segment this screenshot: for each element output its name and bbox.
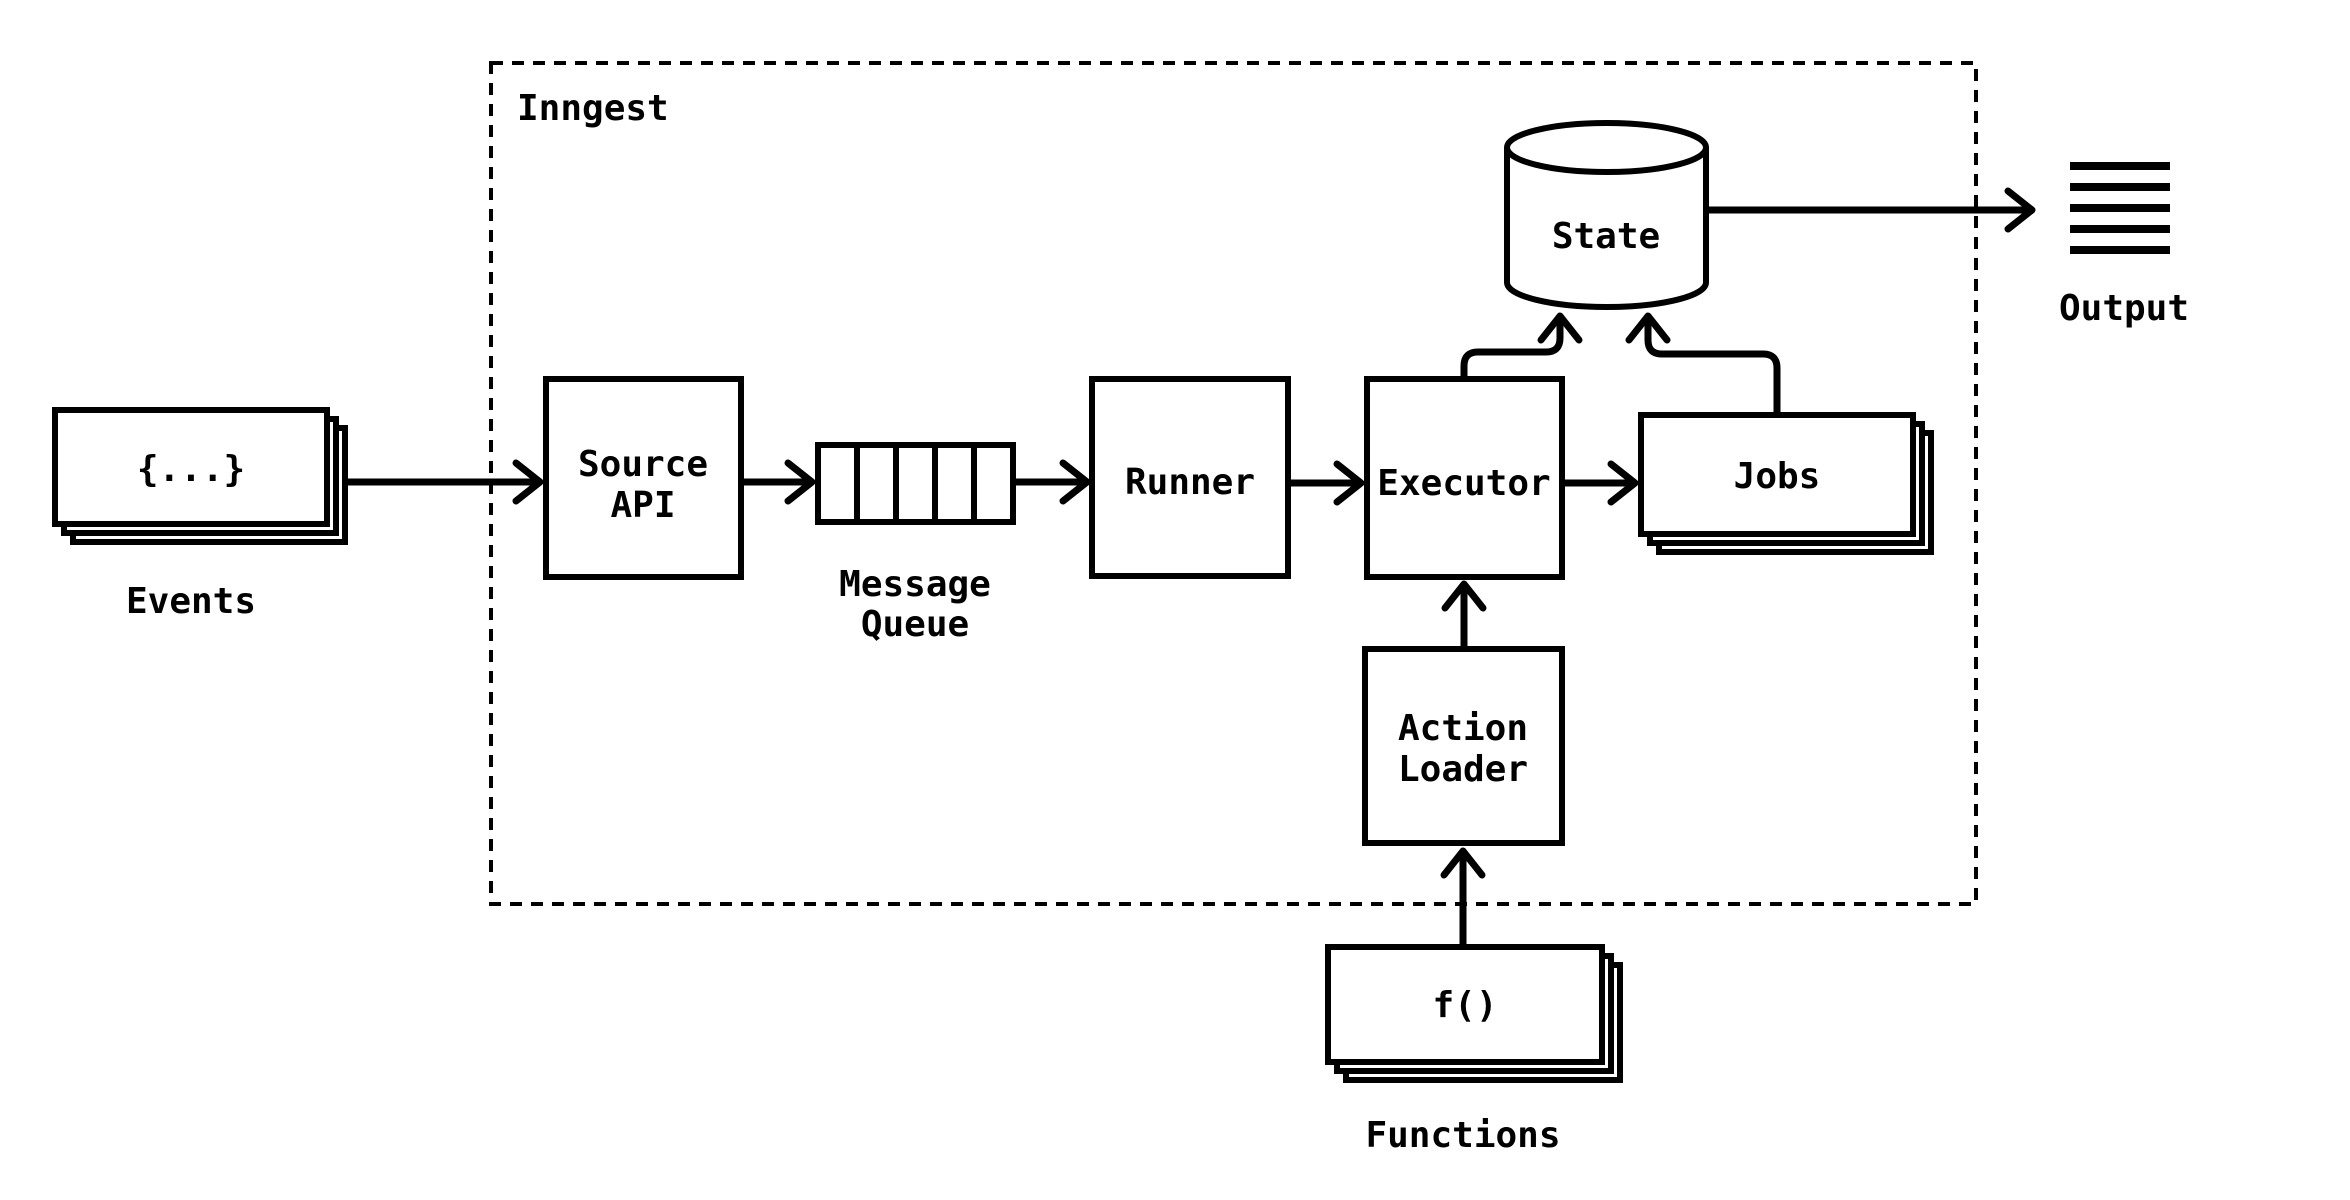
arrow-jobs-to-state bbox=[1625, 312, 1781, 420]
jobs-stack: Jobs bbox=[1638, 412, 1934, 555]
state-label: State bbox=[1552, 216, 1660, 257]
state-cylinder-body bbox=[1504, 147, 1709, 310]
executor-box bbox=[1364, 376, 1565, 580]
events-card-text: {...} bbox=[137, 449, 245, 490]
arrow-executor-to-state bbox=[1460, 312, 1583, 384]
source-api-node: Source API bbox=[543, 376, 744, 580]
events-card bbox=[52, 407, 330, 527]
state-database-icon: State bbox=[1504, 120, 1709, 310]
message-queue-box bbox=[815, 442, 1016, 525]
events-stack: {...} bbox=[52, 407, 348, 545]
message-queue-icon bbox=[815, 442, 1016, 525]
executor-label: Executor bbox=[1377, 463, 1550, 504]
inngest-label: Inngest bbox=[517, 88, 669, 129]
message-queue-label-line1: Message bbox=[839, 564, 991, 605]
executor-node: Executor bbox=[1364, 376, 1565, 580]
action-loader-label-line1: Action bbox=[1398, 708, 1528, 749]
functions-card-text: f() bbox=[1432, 985, 1497, 1026]
action-loader-label-line2: Loader bbox=[1398, 749, 1528, 790]
message-queue-label-line2: Queue bbox=[861, 604, 969, 645]
source-api-label-line2: API bbox=[610, 485, 675, 526]
runner-node: Runner bbox=[1089, 376, 1291, 579]
action-loader-node: Action Loader bbox=[1362, 646, 1565, 846]
runner-label: Runner bbox=[1125, 462, 1255, 503]
functions-card bbox=[1325, 944, 1605, 1065]
output-label: Output bbox=[2059, 288, 2189, 329]
action-loader-box bbox=[1362, 646, 1565, 846]
output-lines-icon bbox=[2070, 162, 2170, 254]
source-api-label-line1: Source bbox=[578, 444, 708, 485]
source-api-box bbox=[543, 376, 744, 580]
jobs-label: Jobs bbox=[1734, 456, 1821, 497]
functions-label: Functions bbox=[1365, 1115, 1560, 1156]
runner-box bbox=[1089, 376, 1291, 579]
state-cylinder-top bbox=[1504, 120, 1709, 175]
events-label: Events bbox=[126, 581, 256, 622]
functions-stack: f() bbox=[1325, 944, 1623, 1083]
jobs-card bbox=[1638, 412, 1916, 537]
